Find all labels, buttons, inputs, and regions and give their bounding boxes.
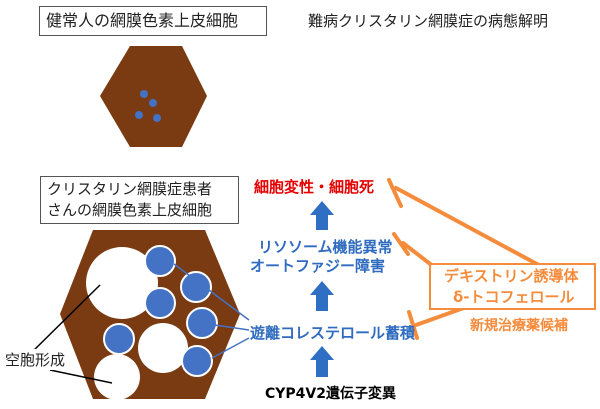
up-arrow [310,281,334,311]
up-arrow [310,346,334,377]
healthy-cell [100,46,207,147]
healthy-organelle [140,90,148,98]
vacuole [86,247,158,319]
outcome-label: 細胞変性・細胞死 [254,178,375,196]
patient-cell-title-box: クリスタリン網膜症患者 さんの網膜色素上皮細胞 [40,176,239,224]
dysfunction-label-line1: リソソーム機能異常 [258,238,393,256]
diagram-title: 難病クリスタリン網膜症の病態解明 [308,12,549,30]
healthy-cell-title-box: 健常人の網膜色素上皮細胞 [39,6,267,36]
inhibit-bar-cholesterol [407,310,419,340]
cholesterol-organelle [180,271,212,303]
patient-cell-title-line2: さんの網膜色素上皮細胞 [47,201,213,219]
healthy-cell-title: 健常人の網膜色素上皮細胞 [46,11,239,30]
patient-cell-title-line1: クリスタリン網膜症患者 [47,180,213,198]
vacuole-label: 空胞形成 [5,349,66,370]
cholesterol-organelle [144,287,176,319]
healthy-organelle [153,114,161,122]
therapy-compound-2: δ-トコフェロール [453,288,575,306]
therapy-label: 新規治療薬候補 [470,318,568,334]
pointer-line [173,263,250,321]
up-arrow [310,201,334,230]
vacuole [138,323,188,373]
cholesterol-organelle [144,245,176,277]
vacuole-pointer [27,284,101,357]
pointer-line [211,337,250,359]
inhibit-line-cell-death [394,186,550,272]
pointer-line [214,324,250,331]
vacuole [94,354,140,400]
inhibit-bar-cell-death [387,178,403,208]
healthy-organelle [135,111,143,119]
therapy-box [429,263,596,310]
vacuole-pointer [49,369,113,384]
inhibit-bar-lysosome [392,232,410,256]
cholesterol-organelle [186,307,218,339]
cholesterol-organelle [181,345,213,377]
therapy-compound-1: デキストリン誘導体 [444,267,579,285]
dysfunction-label-line2: オートファジー障害 [250,257,386,275]
healthy-organelle [149,99,157,107]
accumulation-label: 遊離コレステロール蓄積 [250,324,416,342]
cholesterol-organelle [103,323,135,355]
cause-label: CYP4V2遺伝子変異 [265,386,396,402]
